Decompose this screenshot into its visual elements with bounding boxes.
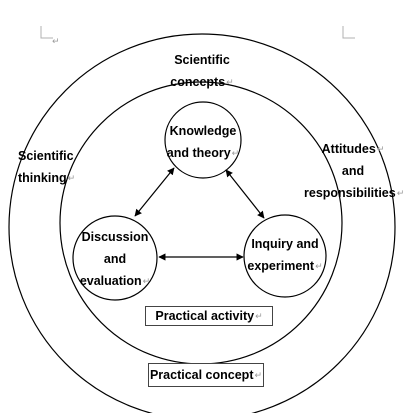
paragraph-mark: ↵: [226, 77, 234, 87]
node-knowledge-line2: and theory: [166, 146, 231, 160]
paragraph-mark: ↵: [376, 144, 385, 154]
node-knowledge-circle: [164, 101, 242, 179]
label-attitudes-responsibilities: Attitudes↵ and responsibilities↵: [304, 138, 403, 204]
corner-mark-right: [342, 26, 355, 39]
node-discussion-label: Discussion and evaluation↵: [72, 226, 158, 292]
node-knowledge-line1: Knowledge: [169, 124, 237, 138]
practical-concept-label: Practical concept: [149, 368, 254, 382]
label-scientific-concepts-line1: Scientific: [174, 53, 230, 67]
practical-activity-box: Practical activity↵: [145, 306, 273, 326]
node-discussion-line1: Discussion: [81, 230, 149, 244]
label-attitudes-line3: responsibilities: [304, 186, 396, 200]
paragraph-mark: ↵: [67, 173, 76, 183]
node-discussion-line3: evaluation: [79, 274, 142, 288]
node-discussion-circle: [72, 215, 158, 301]
label-attitudes-line2: and: [341, 164, 365, 178]
paragraph-mark: ↵: [315, 261, 323, 271]
node-inquiry-circle: [243, 214, 327, 298]
paragraph-mark: ↵: [231, 148, 240, 158]
label-scientific-thinking-line2: thinking: [18, 171, 67, 185]
paragraph-mark: ↵: [255, 311, 263, 321]
label-scientific-concepts-line2: concepts: [170, 75, 226, 89]
outer-ring: [8, 33, 396, 413]
arrow-knowledge-discussion: [134, 167, 175, 217]
label-scientific-thinking: Scientific thinking↵: [12, 145, 92, 189]
node-inquiry-label: Inquiry and experiment↵: [242, 233, 328, 277]
node-inquiry-line2: experiment: [247, 259, 315, 273]
corner-mark-left: [40, 26, 53, 39]
arrow-knowledge-inquiry: [225, 169, 265, 219]
paragraph-mark: ↵: [254, 370, 263, 380]
label-scientific-concepts: Scientific concepts↵: [152, 49, 252, 93]
label-scientific-thinking-line1: Scientific: [18, 149, 74, 163]
node-inquiry-line1: Inquiry and: [251, 237, 319, 251]
node-discussion-line2: and: [103, 252, 127, 266]
node-knowledge-label: Knowledge and theory↵: [158, 120, 248, 164]
label-attitudes-line1: Attitudes: [321, 142, 376, 156]
paragraph-mark: ↵: [142, 276, 151, 286]
corner-paragraph-mark: ↵: [52, 36, 60, 46]
practical-concept-box: Practical concept↵: [148, 363, 264, 387]
paragraph-mark: ↵: [396, 188, 403, 198]
practical-activity-label: Practical activity: [155, 309, 255, 323]
